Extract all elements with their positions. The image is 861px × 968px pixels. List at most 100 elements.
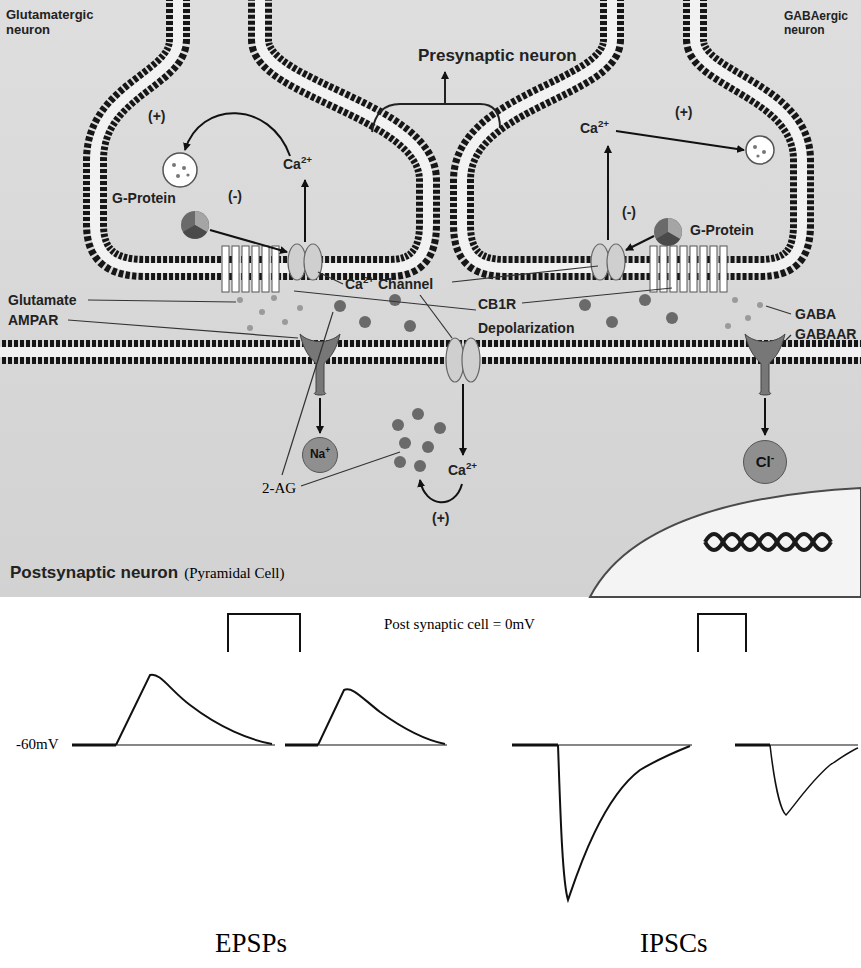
calcium-channel — [446, 338, 464, 382]
sign-label: (+) — [148, 108, 166, 124]
leader-line — [68, 266, 791, 486]
trace — [558, 744, 692, 745]
sign-label: (-) — [622, 204, 636, 220]
cb1r-receptor — [242, 246, 249, 292]
ion-circle: Cl- — [743, 440, 787, 484]
ion-label: Ca2+ — [448, 462, 477, 478]
cb1r-receptor — [222, 246, 229, 292]
protein-label: G-Protein — [112, 190, 176, 206]
signal-arrow — [210, 230, 287, 252]
part-label: CB1R — [478, 296, 516, 312]
signal-arrow — [420, 480, 462, 502]
cb1r-receptor — [720, 246, 727, 292]
2ag-dots — [404, 320, 416, 332]
2ag-dots — [412, 408, 424, 420]
signal-arrow — [304, 180, 306, 242]
gaba-dots — [725, 323, 731, 329]
sign-label: (-) — [228, 188, 242, 204]
gaba-dots — [745, 315, 751, 321]
signal-arrow — [185, 113, 744, 502]
glutamate-dots — [297, 305, 303, 311]
g-protein — [181, 211, 682, 246]
cb1r-receptor — [272, 246, 279, 292]
2ag-dots — [579, 299, 591, 311]
glutamate-dots — [271, 295, 277, 301]
vesicle — [163, 136, 774, 187]
molecule-label: 2-AG — [262, 480, 296, 497]
stimulus-step — [698, 614, 746, 652]
trace — [770, 744, 858, 745]
leader-line — [88, 300, 236, 302]
ion-circle: Na+ — [302, 437, 338, 473]
glutamate-dots — [259, 309, 265, 315]
leader-line — [68, 320, 298, 338]
trace — [735, 744, 770, 747]
cb1r-receptor — [710, 246, 717, 292]
calcium-channel — [304, 244, 322, 280]
gabaa-receptor — [745, 334, 785, 435]
neuron-label: Postsynaptic neuron — [10, 563, 178, 583]
cell-membrane — [0, 347, 861, 357]
nucleus — [590, 488, 861, 597]
note-label: Post synaptic cell = 0mV — [384, 616, 535, 633]
bracket — [372, 104, 500, 132]
signal-arrow — [462, 384, 464, 455]
cb1r-receptor — [232, 246, 239, 292]
calcium-channel — [607, 244, 625, 280]
g-protein — [183, 225, 207, 239]
superscript: 2+ — [301, 154, 312, 165]
leader-line — [452, 266, 598, 282]
gabaa-receptor — [745, 334, 785, 395]
cell-membrane — [95, 0, 428, 268]
2ag-dots — [389, 294, 401, 306]
leader-line — [786, 335, 791, 340]
2ag-dots — [422, 441, 434, 453]
leader-line — [294, 291, 476, 310]
ampa-receptor — [300, 334, 340, 395]
neuron-label: (Pyramidal Cell) — [184, 565, 284, 582]
trace-label: IPSCs — [640, 928, 708, 959]
neuron-label: Glutamatergic neuron — [6, 8, 106, 38]
vesicle — [182, 166, 186, 170]
dna-helix — [705, 534, 831, 550]
2ag-dots — [359, 316, 371, 328]
superscript: 2+ — [363, 274, 374, 285]
superscript: - — [771, 451, 775, 463]
trace — [558, 745, 690, 900]
ion-label: Ca2+ — [580, 120, 609, 136]
part-label: Ca2+ Channel — [345, 276, 433, 292]
superscript: 2+ — [598, 118, 609, 129]
cb1r-receptor — [650, 246, 657, 292]
trace-label: EPSPs — [215, 928, 287, 959]
cb1r-receptor — [670, 246, 677, 292]
ampa-receptor — [300, 334, 340, 433]
vesicle — [762, 150, 766, 154]
g-protein — [656, 232, 680, 246]
trace — [72, 675, 858, 900]
bracket — [444, 72, 446, 104]
bracket — [372, 72, 500, 132]
g-protein — [181, 211, 209, 239]
2ag-dots — [394, 456, 406, 468]
cell-membrane — [462, 0, 802, 268]
ampa-receptor — [319, 398, 321, 433]
calcium-channel — [591, 244, 609, 280]
superscript: + — [325, 445, 330, 455]
protein-label: G-Protein — [690, 222, 754, 238]
trace — [770, 745, 858, 815]
signal-arrow — [616, 131, 744, 150]
trace — [116, 744, 275, 745]
calcium-channel — [288, 244, 625, 382]
ion-label: Cl- — [756, 454, 775, 471]
cb1r-receptor — [252, 246, 259, 292]
trace — [318, 689, 445, 745]
part-label: Glutamate — [8, 292, 76, 308]
2ag-dots — [639, 294, 651, 306]
calcium-channel — [462, 338, 480, 382]
2ag-dots — [606, 316, 618, 328]
leader-line — [522, 288, 672, 303]
part-label: GABAAR — [795, 326, 856, 342]
neuron-label: GABAergic neuron — [784, 10, 856, 38]
g-protein — [654, 218, 682, 246]
cell-membrane — [0, 0, 861, 352]
